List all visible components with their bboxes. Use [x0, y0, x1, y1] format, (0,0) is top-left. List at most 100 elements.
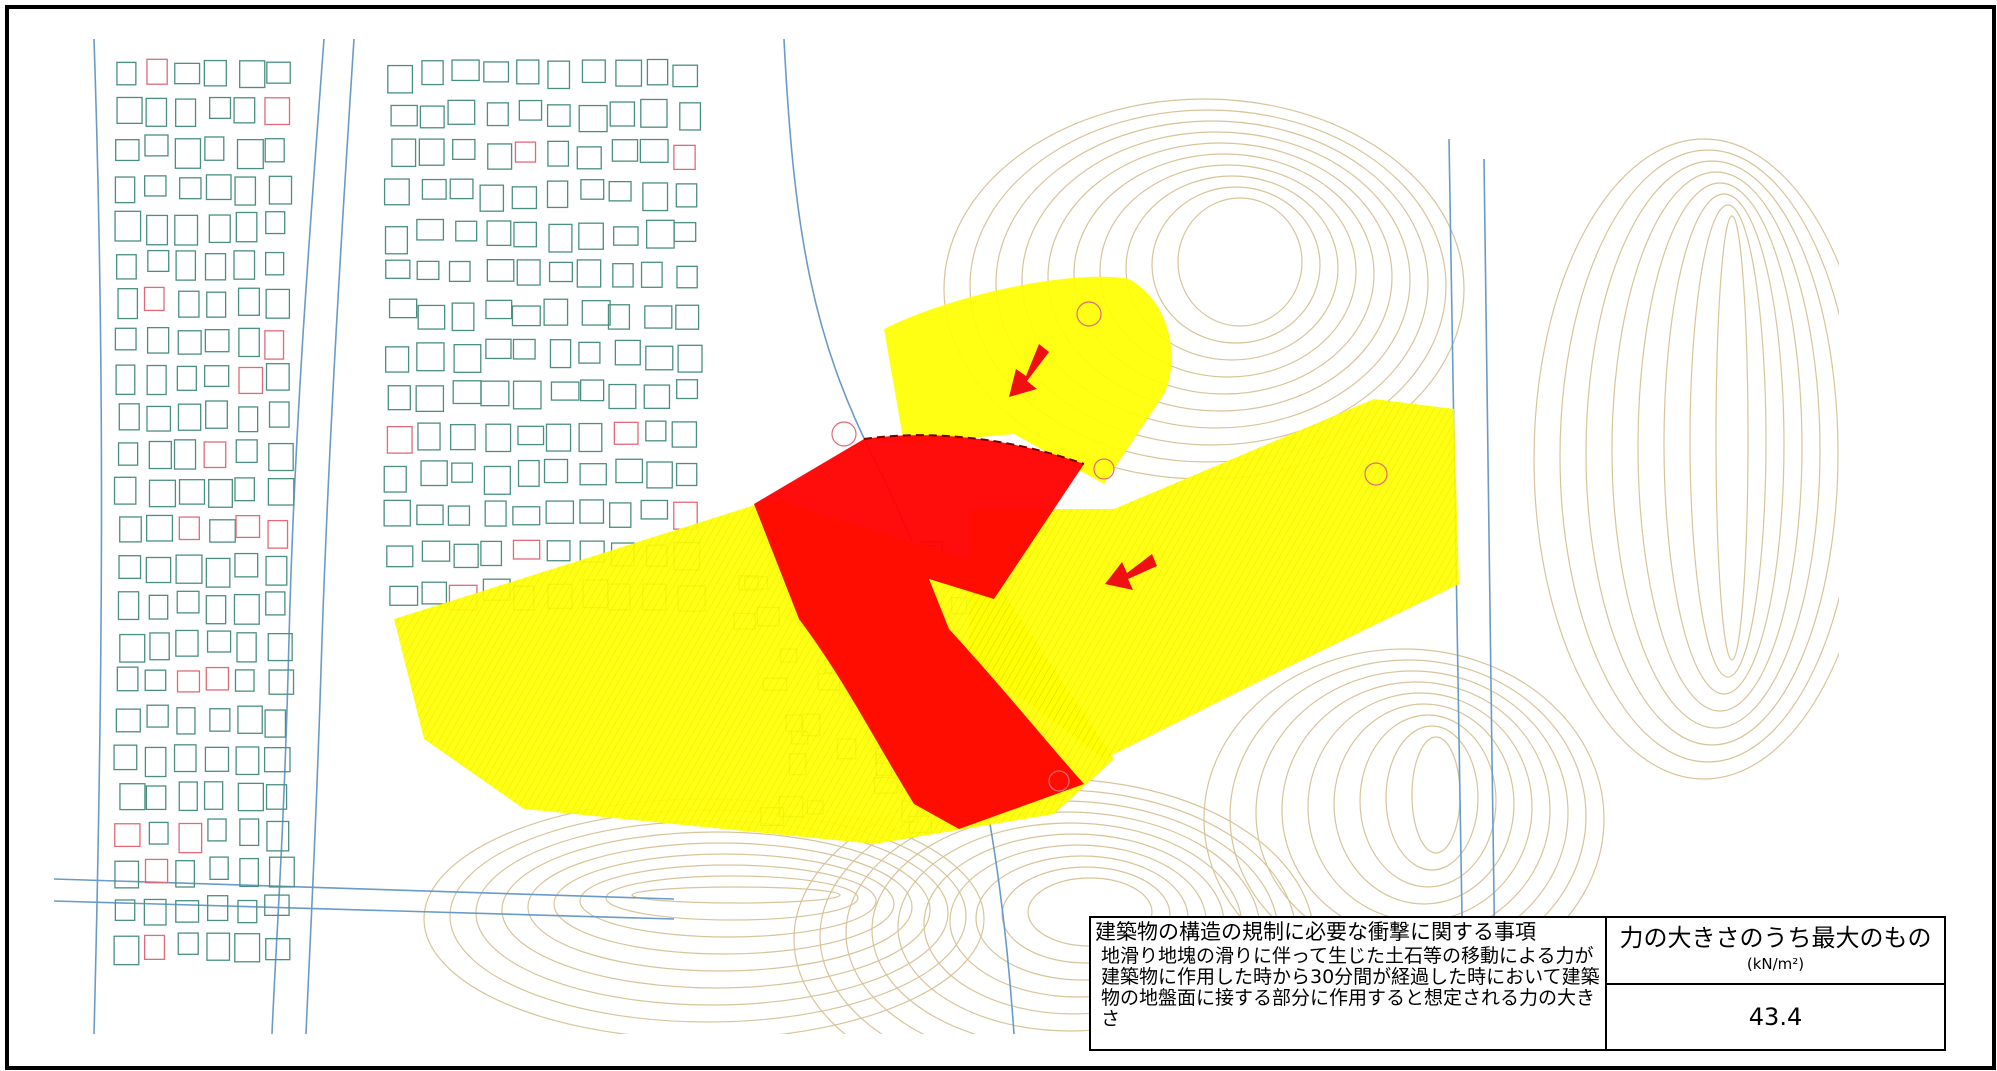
building [266, 820, 290, 852]
building [174, 62, 201, 85]
building [176, 590, 200, 614]
building [114, 176, 136, 204]
contour-line [1559, 149, 1839, 763]
contour-line [1611, 171, 1821, 729]
contour-line [1663, 193, 1785, 695]
building [203, 365, 230, 388]
building [549, 339, 572, 369]
building [146, 405, 172, 432]
building [517, 459, 540, 487]
building [114, 899, 136, 922]
building [579, 499, 605, 524]
building [545, 423, 572, 452]
building [179, 177, 202, 200]
building [389, 585, 419, 606]
building [178, 516, 200, 541]
building [117, 442, 139, 466]
building [511, 305, 541, 327]
building [578, 341, 601, 364]
building [517, 425, 545, 446]
building [204, 136, 225, 161]
building [145, 514, 174, 542]
hazard-map [54, 39, 1839, 1034]
building [416, 218, 445, 241]
building [449, 423, 476, 451]
building [234, 669, 255, 692]
building [117, 288, 139, 320]
building [206, 932, 231, 961]
contour-line [631, 886, 841, 904]
building [416, 260, 440, 281]
building [207, 818, 227, 842]
building [145, 556, 172, 584]
building [646, 58, 669, 86]
contour-line [1533, 138, 1839, 780]
building [144, 134, 169, 157]
building [679, 102, 702, 131]
building [146, 364, 167, 396]
building [578, 222, 604, 250]
building [117, 591, 140, 621]
building [640, 261, 663, 288]
building [579, 379, 605, 402]
building [174, 138, 202, 169]
building [550, 381, 580, 401]
building [548, 261, 574, 283]
contour-line [1047, 142, 1393, 412]
building [447, 99, 476, 125]
building [511, 186, 538, 210]
building [173, 744, 197, 773]
building [484, 500, 507, 527]
building [512, 338, 536, 360]
building [417, 422, 441, 451]
building [203, 441, 227, 469]
building [234, 176, 257, 206]
building [543, 458, 569, 484]
legend-title: 建築物の構造の規制に必要な衝撃に関する事項 [1095, 920, 1536, 944]
building [264, 251, 285, 276]
building [485, 299, 513, 320]
building [115, 364, 136, 396]
building [611, 139, 639, 162]
building [451, 302, 475, 332]
building [236, 138, 264, 170]
building [233, 250, 256, 280]
building [545, 500, 575, 524]
arrow-down-left-icon [1009, 344, 1049, 397]
building [449, 178, 474, 200]
building [578, 104, 608, 133]
contour-line [605, 875, 859, 921]
building [479, 184, 505, 212]
building [239, 818, 260, 847]
building [416, 504, 444, 526]
building [387, 64, 414, 94]
building [640, 499, 669, 520]
contour-line [1177, 197, 1303, 327]
survey-markers [831, 301, 1388, 792]
building [417, 304, 446, 330]
building [206, 291, 227, 318]
building [238, 327, 260, 358]
building [208, 214, 231, 244]
building [673, 144, 696, 171]
building [144, 175, 167, 197]
building [207, 895, 229, 922]
building [386, 425, 413, 454]
building [148, 821, 169, 845]
building [176, 707, 196, 735]
legend-value-cell: 力の大きさのうち最大のもの (kN/m²) 43.4 [1607, 918, 1944, 1049]
building [265, 363, 290, 391]
building [239, 60, 266, 89]
legend-value-header: 力の大きさのうち最大のもの [1619, 924, 1932, 952]
building [419, 105, 445, 129]
building [234, 933, 261, 963]
building [209, 708, 231, 732]
building [204, 253, 227, 281]
building [480, 380, 510, 407]
building [512, 539, 541, 560]
building [264, 138, 285, 163]
building [113, 476, 137, 505]
building [119, 783, 146, 811]
building [548, 223, 573, 253]
building [203, 781, 224, 810]
